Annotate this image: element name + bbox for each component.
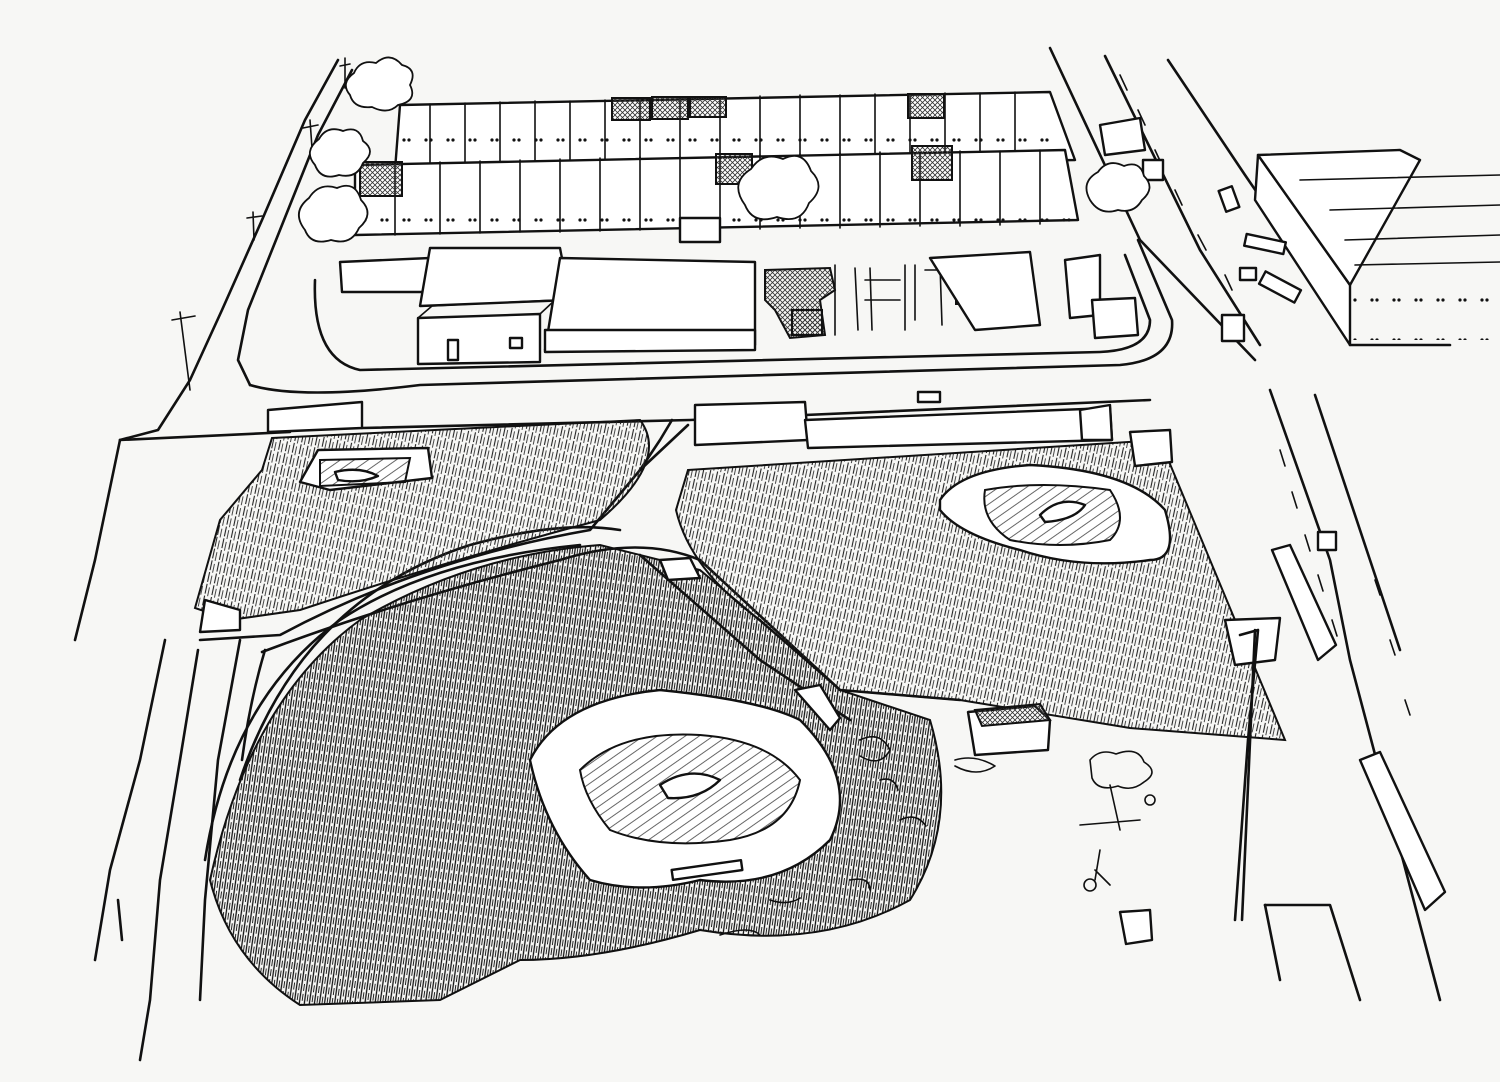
vehicles	[266, 185, 1447, 912]
lower-right-lot	[1079, 628, 1362, 1002]
factory-complex	[338, 90, 1165, 366]
ballfield-lower	[208, 543, 1052, 1007]
street-network	[73, 46, 1442, 1062]
ballfield-upper-right	[674, 400, 1287, 742]
right-warehouse	[1253, 148, 1500, 347]
ballfield-upper-left	[193, 418, 650, 634]
trees	[298, 56, 1151, 243]
